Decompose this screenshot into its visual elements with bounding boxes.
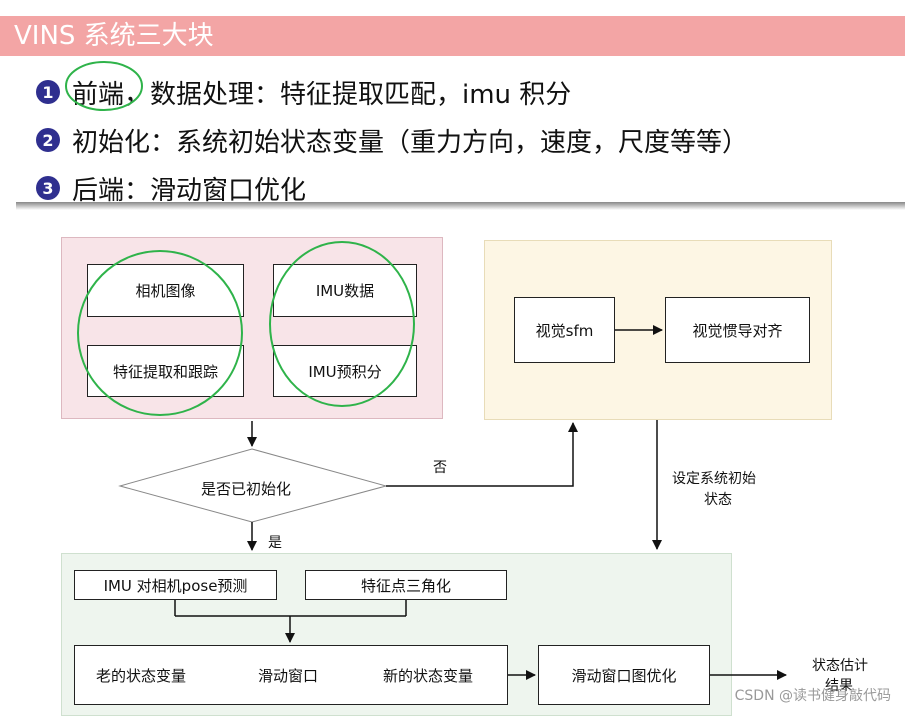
edge-label-yes: 是	[268, 535, 282, 551]
bullet-text-backend: 后端：滑动窗口优化	[72, 175, 307, 206]
bullet-number-2: 2	[36, 128, 60, 152]
result-label-line2: 结果	[825, 678, 853, 694]
bullet-text-frontend: 前端，数据处理：特征提取匹配，imu 积分	[72, 79, 572, 110]
annotation-circle-camera-column	[77, 250, 243, 416]
bullet-list: 1 前端，数据处理：特征提取匹配，imu 积分 2 初始化：系统初始状态变量（重…	[36, 68, 748, 212]
bullet-item-init: 2 初始化：系统初始状态变量（重力方向，速度，尺度等等）	[36, 116, 748, 164]
annotation-circle-imu-column	[269, 241, 415, 407]
bullet-number-1: 1	[36, 80, 60, 104]
triangulation-box: 特征点三角化	[305, 570, 507, 600]
visual-inertial-align-box: 视觉惯导对齐	[665, 297, 810, 363]
bullet-item-frontend: 1 前端，数据处理：特征提取匹配，imu 积分	[36, 68, 748, 116]
csdn-watermark: CSDN @读书健身敲代码	[734, 688, 891, 704]
section-divider	[16, 202, 905, 210]
old-state-label: 老的状态变量	[96, 667, 187, 685]
camera-image-box: 相机图像	[87, 264, 244, 317]
graph-optimization-box: 滑动窗口图优化	[538, 645, 710, 705]
result-label-line1: 状态估计	[812, 658, 868, 674]
imu-pose-predict-box: IMU 对相机pose预测	[74, 570, 277, 600]
slide-title: VINS 系统三大块	[0, 16, 905, 56]
visual-sfm-box: 视觉sfm	[514, 297, 615, 363]
feature-tracking-box: 特征提取和跟踪	[87, 345, 244, 397]
edge-label-no: 否	[433, 460, 447, 476]
bullet-item-backend: 3 后端：滑动窗口优化	[36, 164, 748, 212]
sliding-window-state-box	[74, 645, 508, 705]
bullet-number-3: 3	[36, 176, 60, 200]
imu-data-box: IMU数据	[273, 264, 417, 317]
new-state-label: 新的状态变量	[383, 667, 474, 685]
decision-label: 是否已初始化	[201, 480, 292, 498]
edge-label-set-state-line2: 状态	[704, 492, 732, 508]
annotation-circle-frontend-word	[65, 61, 143, 111]
bullet-text-init: 初始化：系统初始状态变量（重力方向，速度，尺度等等）	[72, 127, 749, 158]
arrow-decision-to-init	[386, 422, 578, 487]
sliding-window-label: 滑动窗口	[258, 667, 319, 685]
edge-label-set-state-line1: 设定系统初始	[672, 471, 756, 487]
